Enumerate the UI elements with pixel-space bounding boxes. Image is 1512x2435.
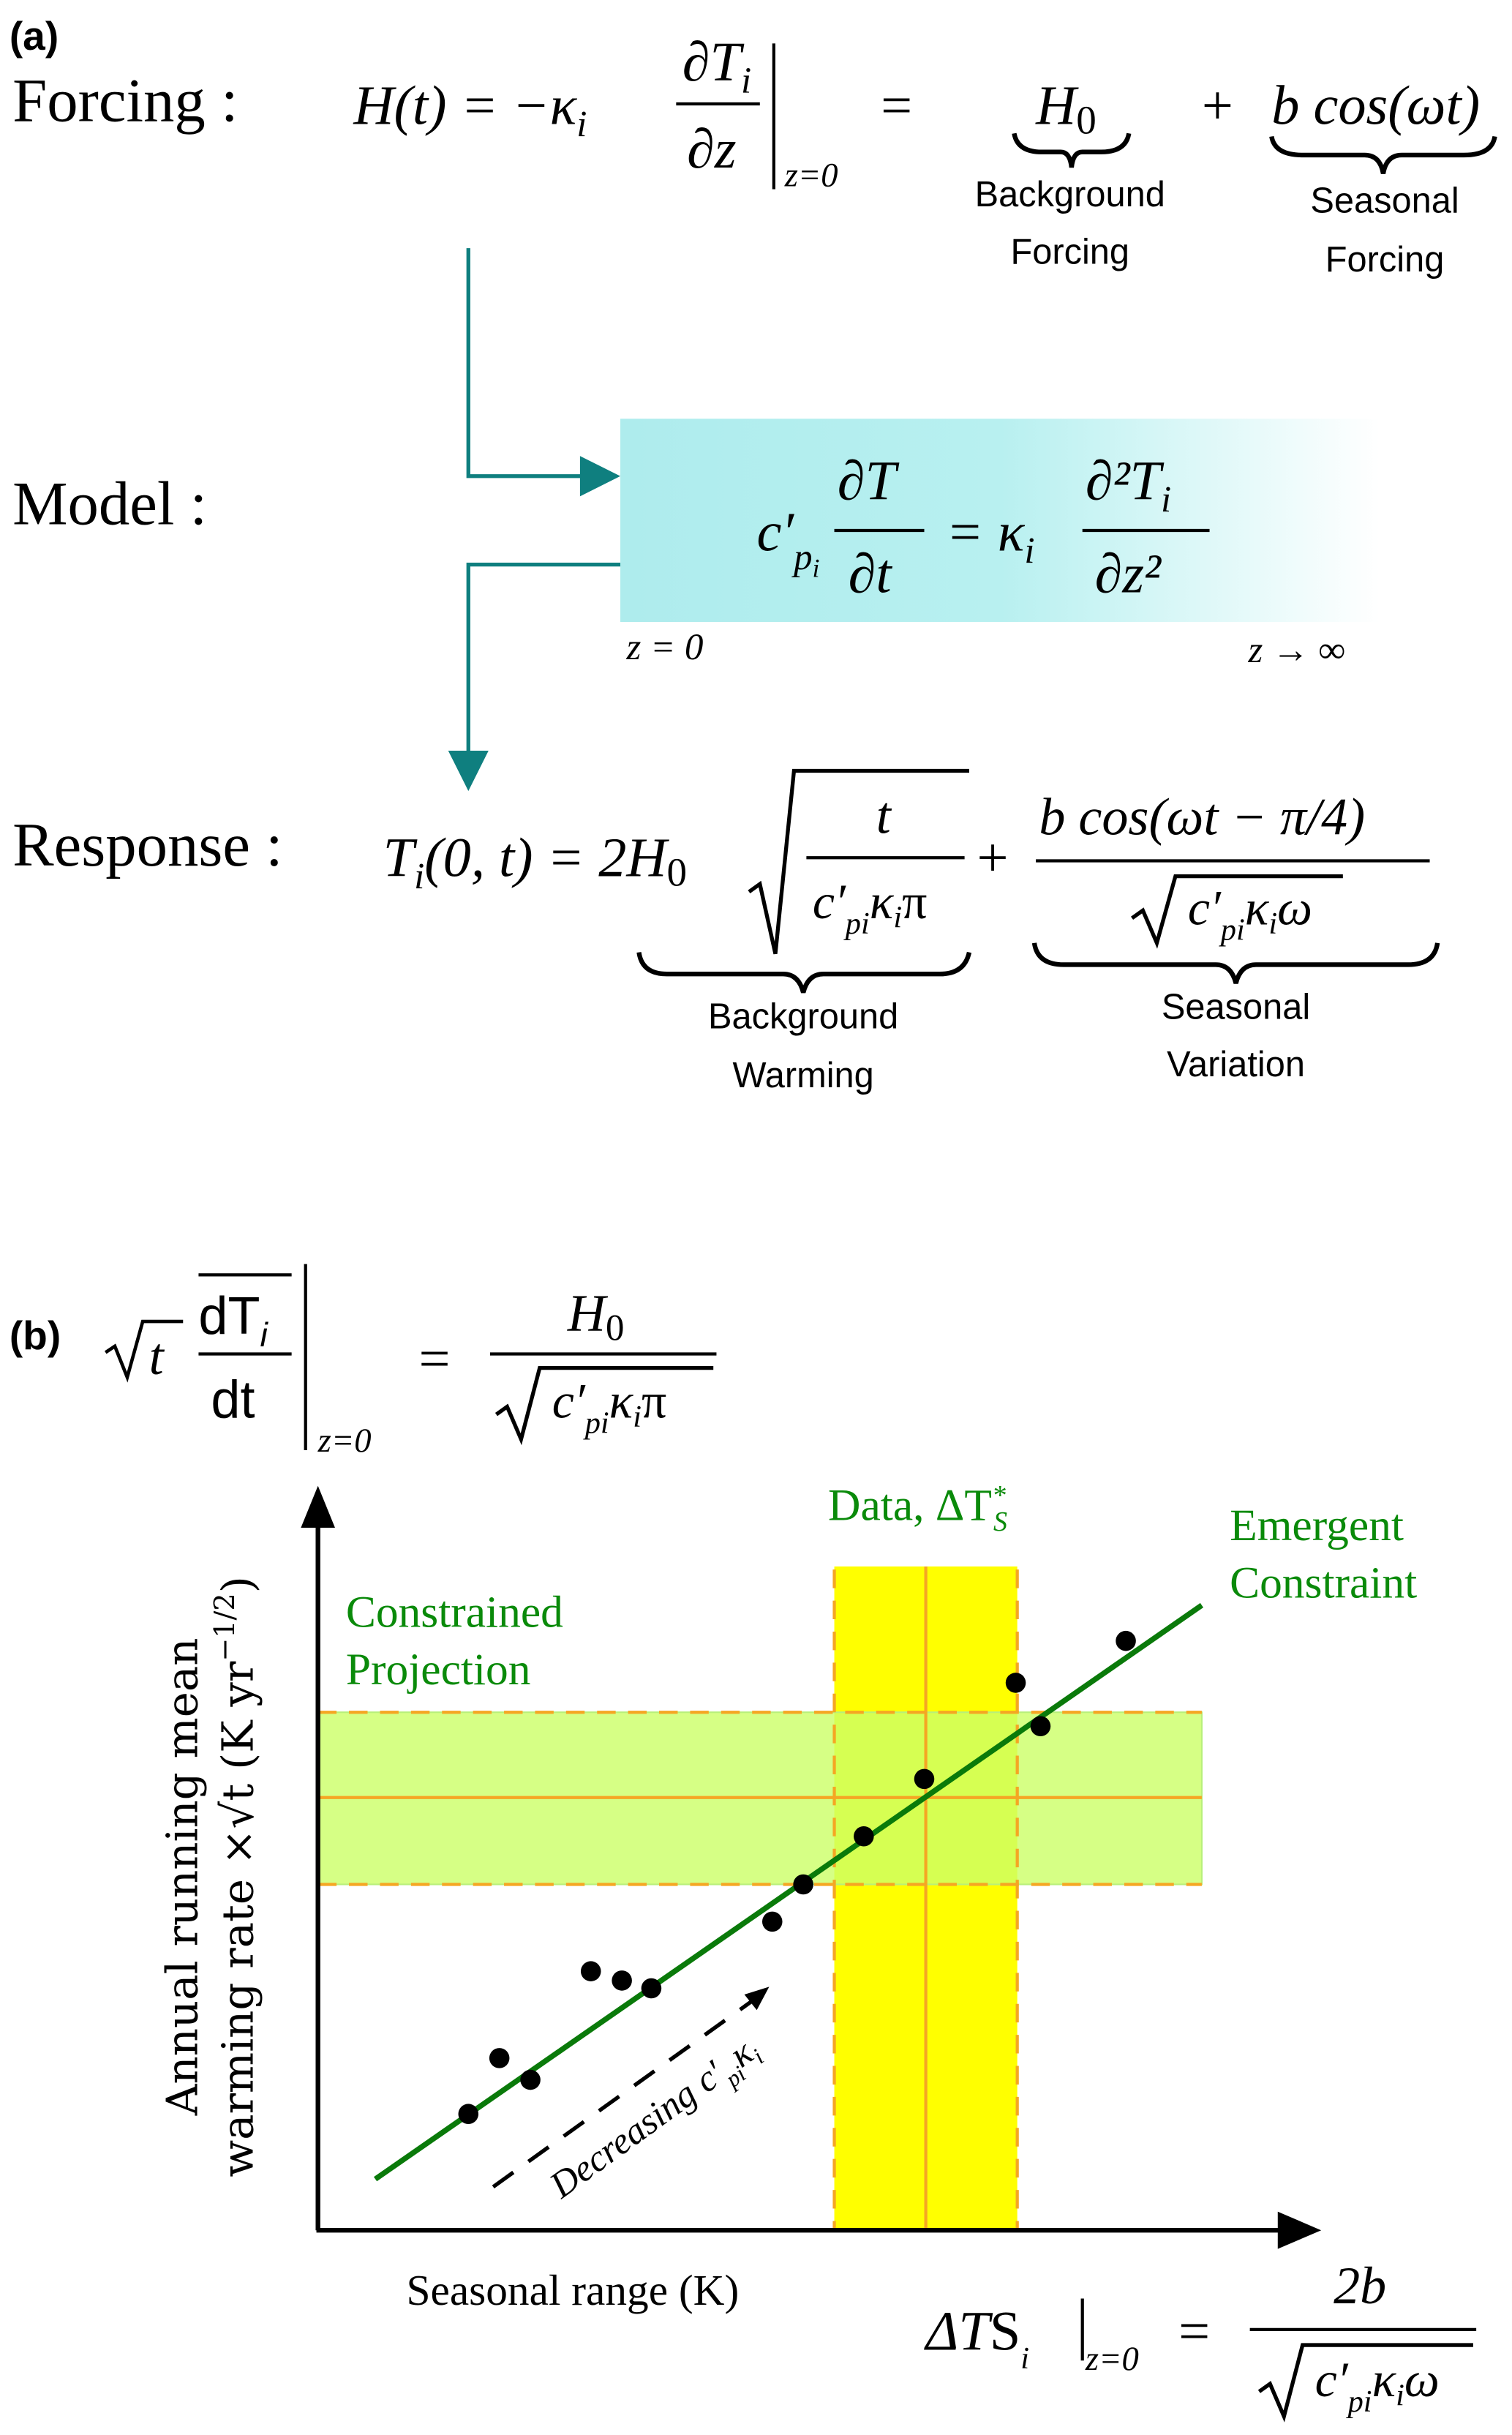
forcing-title: Forcing : [12,66,238,135]
model-point [1005,1673,1026,1693]
x-axis-label: Seasonal range (K) [406,2266,739,2314]
forcing-equation: H(t) = −κi ∂Ti ∂z z=0 = H0 Background Fo… [353,31,1497,279]
seasonal-forcing-term: b cos(ωt) [1271,75,1480,137]
decreasing-arrow-head-icon [744,1986,770,2011]
svg-text:z=0: z=0 [784,156,838,194]
panel-b-label: (b) [10,1313,61,1358]
svg-text:Seasonal: Seasonal [1162,988,1310,1027]
panel-a-label: (a) [10,13,59,59]
top-equation: t dTi dt z=0 = H0 c′piκiπ [104,1264,717,1460]
svg-text:t: t [876,786,892,844]
svg-text:Seasonal: Seasonal [1310,181,1459,220]
model-point [793,1874,813,1895]
svg-text:c′piκiω: c′piκiω [1188,880,1312,947]
decreasing-label: Decreasing c′piκi [542,2028,770,2213]
svg-text:=: = [881,75,912,137]
y-axis-label-line-1: Annual running mean [157,1637,207,2116]
svg-text:2b: 2b [1334,2256,1386,2315]
svg-text:=: = [418,1327,450,1389]
svg-text:∂z: ∂z [687,118,736,180]
svg-text:Warming: Warming [733,1056,874,1095]
x-axis-arrow-icon [1277,2211,1322,2249]
svg-text:+: + [977,827,1009,889]
svg-text:H0: H0 [1035,75,1097,143]
svg-text:Background: Background [975,175,1165,214]
svg-text:∂T: ∂T [838,450,900,512]
svg-text:+: + [1202,75,1233,137]
model-point [489,2048,510,2068]
model-point [914,1768,935,1790]
svg-text:b cos(ωt − π/4): b cos(ωt − π/4) [1039,787,1365,846]
svg-text:Variation: Variation [1167,1045,1305,1084]
svg-text:dt: dt [211,1370,255,1429]
y-axis-label-line-2: warming rate ×√t (K yr−1/2) [208,1576,263,2177]
model-point [1030,1716,1051,1737]
flow-arrows [448,248,623,792]
svg-text:H(t) = −κi: H(t) = −κi [353,75,587,146]
background-forcing-brace [1012,132,1132,168]
svg-text:c′piκiπ: c′piκiπ [813,874,928,941]
svg-text:dTi: dTi [198,1287,268,1354]
constrained-projection-label-1: Constrained [346,1588,563,1637]
model-to-response-arrow [466,562,623,757]
forcing-to-model-arrow [466,248,587,479]
model-title: Model : [12,469,207,538]
model-point [761,1911,783,1932]
svg-text:ΔTSi: ΔTSi [924,2300,1029,2375]
svg-text:Forcing: Forcing [1325,240,1445,279]
model-points [458,1630,1136,2124]
svg-text:= κi: = κi [946,501,1034,572]
response-title: Response : [12,811,283,879]
forcing-lhs: H(t) = −κ [353,75,577,137]
model-point [854,1826,874,1847]
decreasing-arrow [492,1996,759,2188]
model-point [580,1961,601,1981]
model-point [612,1970,632,1991]
ice-column-box [620,419,1380,623]
svg-text:t: t [149,1327,165,1386]
depth-label: z → ∞ [1248,630,1345,671]
svg-text:∂²Ti: ∂²Ti [1086,450,1171,521]
svg-text:z=0: z=0 [317,1422,372,1460]
bottom-equation: ΔTSi z=0 = 2b c′piκiω [924,2256,1477,2423]
svg-text:c′pi: c′pi [757,501,820,583]
background-forcing-term: H [1035,75,1079,137]
y-axis-arrow-icon [301,1485,335,1528]
data-label: Data, ΔT*S [828,1480,1007,1537]
response-equation: Ti(0, t) = 2H0 t c′piκiπ + b cos(ωt − π/… [383,768,1440,1095]
svg-text:Background: Background [708,997,898,1036]
model-point [641,1978,662,1999]
emergent-constraint-chart: Decreasing c′piκi Data, ΔT*S Emergent Co… [157,1480,1417,2314]
background-warming-brace [636,951,972,994]
model-point [458,2104,479,2124]
model-point [1116,1630,1136,1651]
model-point [520,2069,541,2090]
svg-text:c′piκiω: c′piκiω [1315,2352,1440,2419]
constrained-projection-label-2: Projection [346,1645,531,1695]
svg-text:Forcing: Forcing [1010,232,1129,271]
svg-text:c′piκiπ: c′piκiπ [552,1373,667,1440]
svg-text:Ti(0, t) = 2H0: Ti(0, t) = 2H0 [383,827,687,898]
svg-text:H0: H0 [567,1284,624,1349]
svg-text:∂t: ∂t [849,543,893,605]
surface-label: z = 0 [626,627,704,668]
seasonal-variation-brace [1031,942,1440,984]
model-equation: c′pi ∂T ∂t = κi ∂²Ti ∂z² [757,450,1210,605]
svg-text:z=0: z=0 [1085,2340,1139,2378]
svg-text:∂Ti: ∂Ti [682,31,751,102]
emergent-constraint-label-2: Constraint [1230,1558,1417,1607]
svg-text:=: = [1178,2300,1210,2362]
emergent-constraint-line [373,1602,1204,2182]
svg-text:∂z²: ∂z² [1095,543,1162,605]
emergent-constraint-label-1: Emergent [1230,1501,1404,1550]
seasonal-forcing-brace [1269,135,1497,175]
